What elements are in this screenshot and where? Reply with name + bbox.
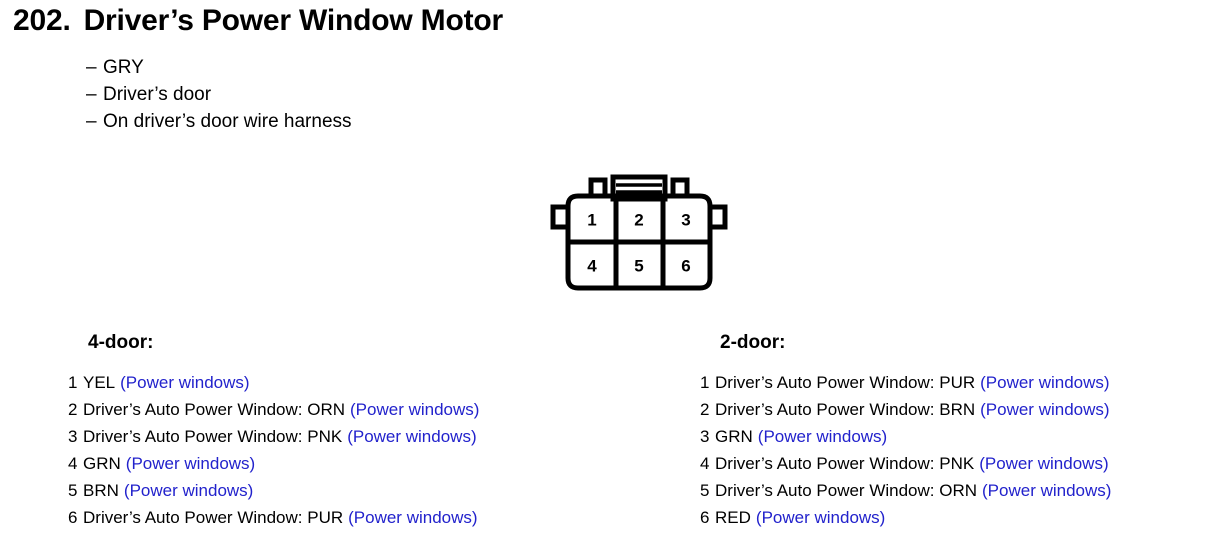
pin-circuit: (Power windows) bbox=[123, 481, 254, 500]
pin-index: 4 bbox=[68, 454, 78, 473]
pin-row: 3 GRN (Power windows) bbox=[700, 423, 1111, 450]
component-title: Driver’s Power Window Motor bbox=[83, 4, 504, 37]
pin-row: 6 RED (Power windows) bbox=[700, 504, 1111, 531]
connector-tab-right bbox=[710, 204, 728, 230]
detail-item: – Driver’s door bbox=[86, 81, 352, 108]
connector-latch-lines bbox=[616, 183, 662, 194]
pin-index: 2 bbox=[68, 400, 78, 419]
pin-circuit: (Power windows) bbox=[347, 427, 477, 446]
pin-index: 2 bbox=[700, 400, 710, 419]
pin-row: 1 Driver’s Auto Power Window: PUR (Power… bbox=[700, 369, 1111, 396]
pin-number: 3 bbox=[681, 211, 690, 230]
pin-label: Driver’s Auto Power Window: PNK bbox=[715, 454, 975, 473]
connector-latch bbox=[610, 174, 668, 202]
pin-row: 5 Driver’s Auto Power Window: ORN (Power… bbox=[700, 477, 1111, 504]
pin-row-list: 1 Driver’s Auto Power Window: PUR (Power… bbox=[700, 369, 1111, 531]
pin-label: YEL bbox=[83, 373, 116, 392]
detail-item: – On driver’s door wire harness bbox=[86, 108, 352, 135]
pin-number: 4 bbox=[587, 257, 597, 276]
pin-label: RED bbox=[715, 508, 751, 527]
component-number: 202. bbox=[13, 4, 71, 37]
page-title: 202. Driver’s Power Window Motor bbox=[13, 4, 503, 38]
pin-label: Driver’s Auto Power Window: BRN bbox=[715, 400, 976, 419]
pin-row: 4 Driver’s Auto Power Window: PNK (Power… bbox=[700, 450, 1111, 477]
pin-circuit: (Power windows) bbox=[120, 373, 250, 392]
pin-row: 2 Driver’s Auto Power Window: BRN (Power… bbox=[700, 396, 1111, 423]
pin-label: BRN bbox=[83, 481, 119, 500]
dash-marker: – bbox=[86, 57, 97, 78]
pin-table-heading: 2-door: bbox=[720, 332, 786, 353]
pin-circuit: (Power windows) bbox=[980, 373, 1110, 392]
pin-index: 6 bbox=[700, 508, 710, 527]
pin-label: GRN bbox=[715, 427, 753, 446]
pin-row: 6 Driver’s Auto Power Window: PUR (Power… bbox=[68, 504, 479, 531]
connector-body bbox=[565, 193, 713, 291]
pin-label: Driver’s Auto Power Window: PUR bbox=[715, 373, 976, 392]
detail-item: – GRY bbox=[86, 54, 352, 81]
component-details: – GRY – Driver’s door – On driver’s door… bbox=[86, 54, 352, 135]
pin-number: 6 bbox=[681, 257, 690, 276]
pin-index: 1 bbox=[700, 373, 710, 392]
connector-diagram: 1 2 3 4 5 6 bbox=[543, 168, 743, 296]
pin-row: 5 BRN (Power windows) bbox=[68, 477, 479, 504]
pin-circuit: (Power windows) bbox=[757, 427, 888, 446]
pin-index: 5 bbox=[700, 481, 710, 500]
pin-index: 1 bbox=[68, 373, 78, 392]
pin-row-list: 1 YEL (Power windows) 2 Driver’s Auto Po… bbox=[68, 369, 479, 531]
pin-row: 2 Driver’s Auto Power Window: ORN (Power… bbox=[68, 396, 479, 423]
pin-circuit: (Power windows) bbox=[348, 508, 478, 527]
pin-table-4-door: 4-door: 1 YEL (Power windows) 2 Driver’s… bbox=[68, 331, 479, 531]
detail-text: Driver’s door bbox=[103, 84, 212, 105]
connector-svg: 1 2 3 4 5 6 bbox=[550, 174, 728, 291]
pin-number: 1 bbox=[587, 211, 596, 230]
connector-notch-right bbox=[670, 177, 690, 198]
pin-row: 1 YEL (Power windows) bbox=[68, 369, 479, 396]
pin-number: 5 bbox=[634, 257, 643, 276]
detail-text: On driver’s door wire harness bbox=[103, 111, 352, 132]
pin-index: 5 bbox=[68, 481, 78, 500]
pin-label: GRN bbox=[83, 454, 121, 473]
pin-circuit: (Power windows) bbox=[125, 454, 256, 473]
pin-circuit: (Power windows) bbox=[350, 400, 480, 419]
connector-notch-left bbox=[588, 177, 608, 198]
pin-index: 3 bbox=[68, 427, 78, 446]
pin-index: 3 bbox=[700, 427, 710, 446]
pin-table-2-door: 2-door: 1 Driver’s Auto Power Window: PU… bbox=[700, 331, 1111, 531]
connector-dividers bbox=[568, 196, 710, 288]
pin-number: 2 bbox=[634, 211, 643, 230]
pin-table-heading: 4-door: bbox=[88, 332, 154, 353]
connector-tab-left bbox=[550, 204, 568, 230]
pin-label: Driver’s Auto Power Window: PUR bbox=[83, 508, 344, 527]
pin-label: Driver’s Auto Power Window: ORN bbox=[83, 400, 346, 419]
pin-circuit: (Power windows) bbox=[980, 400, 1110, 419]
pin-circuit: (Power windows) bbox=[979, 454, 1109, 473]
pin-label: Driver’s Auto Power Window: ORN bbox=[715, 481, 978, 500]
pin-row: 4 GRN (Power windows) bbox=[68, 450, 479, 477]
pin-index: 6 bbox=[68, 508, 78, 527]
pin-row: 3 Driver’s Auto Power Window: PNK (Power… bbox=[68, 423, 479, 450]
pin-circuit: (Power windows) bbox=[755, 508, 886, 527]
dash-marker: – bbox=[86, 111, 97, 132]
pin-index: 4 bbox=[700, 454, 710, 473]
detail-text: GRY bbox=[103, 57, 144, 78]
pin-label: Driver’s Auto Power Window: PNK bbox=[83, 427, 343, 446]
dash-marker: – bbox=[86, 84, 97, 105]
pin-circuit: (Power windows) bbox=[982, 481, 1112, 500]
